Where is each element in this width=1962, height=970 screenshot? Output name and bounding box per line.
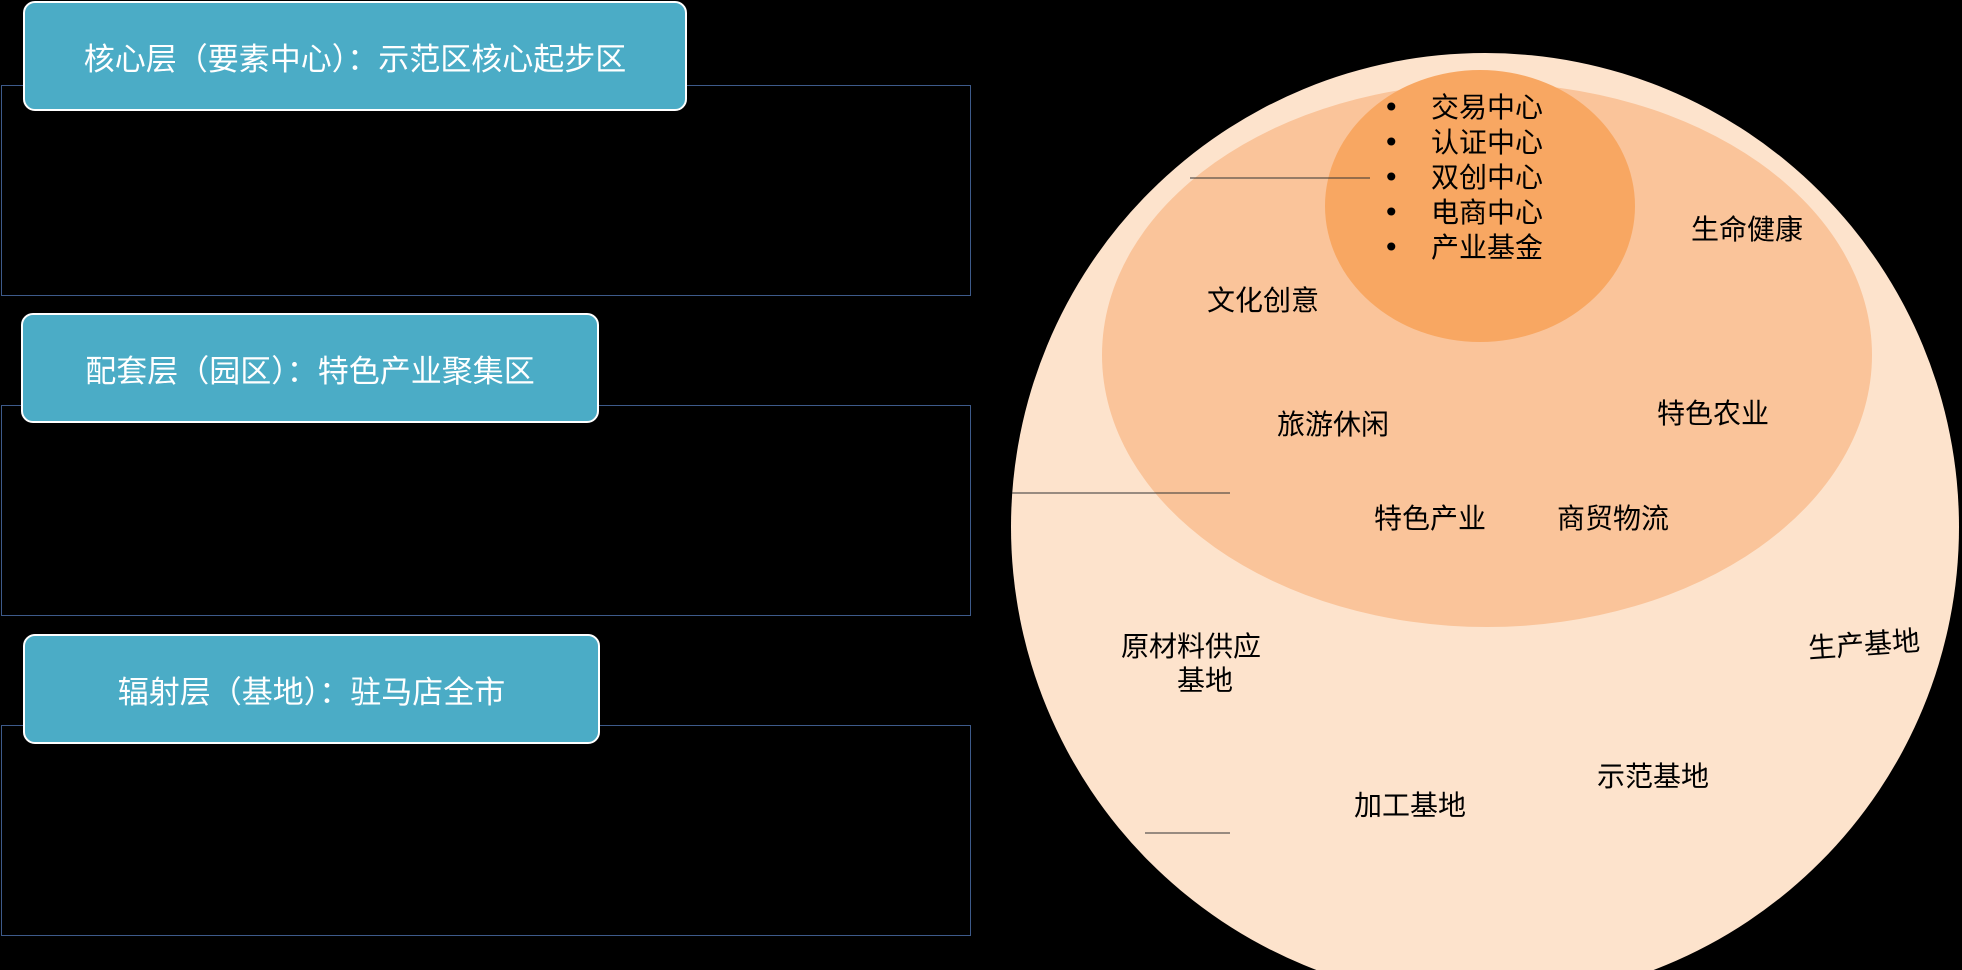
- outer-item: 基地: [1177, 664, 1233, 697]
- core-item: 双创中心: [1431, 161, 1543, 194]
- middle-item: 文化创意: [1207, 284, 1319, 317]
- core-item-bullet: •: [1383, 231, 1400, 264]
- middle-item: 特色产业: [1374, 502, 1486, 535]
- core-item-bullet: •: [1383, 161, 1400, 194]
- middle-item: 商贸物流: [1557, 502, 1669, 535]
- core-item: 认证中心: [1431, 126, 1543, 159]
- core-item-bullet: •: [1383, 196, 1400, 229]
- outer-item: 原材料供应: [1121, 630, 1261, 663]
- core-item: 交易中心: [1431, 91, 1543, 124]
- core-item-bullet: •: [1383, 126, 1400, 159]
- outer-item: 加工基地: [1354, 789, 1466, 822]
- core-circle: [1325, 70, 1635, 342]
- core-layer-tag: 核心层（要素中心）：示范区核心起步区: [23, 1, 687, 111]
- outer-item: 示范基地: [1597, 760, 1709, 793]
- core-item-bullet: •: [1383, 91, 1400, 124]
- middle-ellipse: [1102, 83, 1872, 627]
- support-layer-tag: 配套层（园区）：特色产业聚集区: [21, 313, 599, 423]
- middle-item: 生命健康: [1691, 213, 1803, 246]
- core-item: 产业基金: [1431, 231, 1543, 264]
- outer-item: 生产基地: [1807, 624, 1921, 665]
- middle-item: 旅游休闲: [1277, 408, 1389, 441]
- middle-item: 特色农业: [1657, 397, 1769, 430]
- core-item: 电商中心: [1431, 196, 1543, 229]
- radiation-layer-tag: 辐射层（基地）：驻马店全市: [23, 634, 600, 744]
- core-item-list: • 交易中心 • 认证中心 • 双创中心 • 电商中心 • 产业基金: [1383, 91, 1543, 264]
